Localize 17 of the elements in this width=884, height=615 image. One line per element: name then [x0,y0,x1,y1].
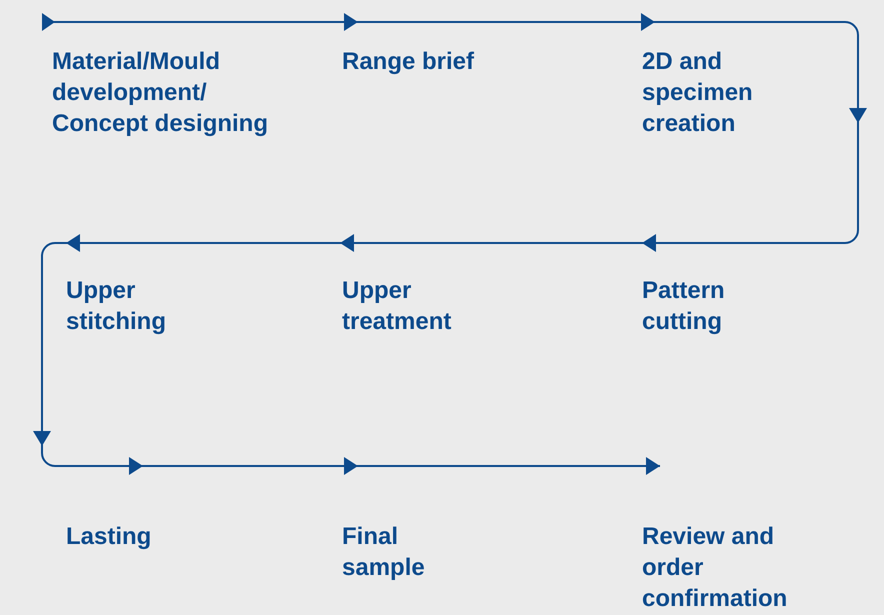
step-label: Range brief [342,47,476,77]
arrow [358,457,660,475]
arrow [66,234,340,252]
arrow [340,234,642,252]
step-label: Material/Mould development/ Concept designing [52,47,269,139]
arrow [143,457,358,475]
arrow [55,13,358,31]
step-label: Upper stitching [66,276,167,337]
arrow [642,21,859,252]
step-label: Final sample [342,522,426,583]
step-label: Lasting [66,522,152,552]
step-label: Upper treatment [342,276,452,337]
step-label: 2D and specimen creation [642,47,754,139]
step-label: Review and order confirmation [642,522,788,614]
step-label: Pattern cutting [642,276,726,337]
arrow [358,13,655,31]
arrow [41,242,143,475]
